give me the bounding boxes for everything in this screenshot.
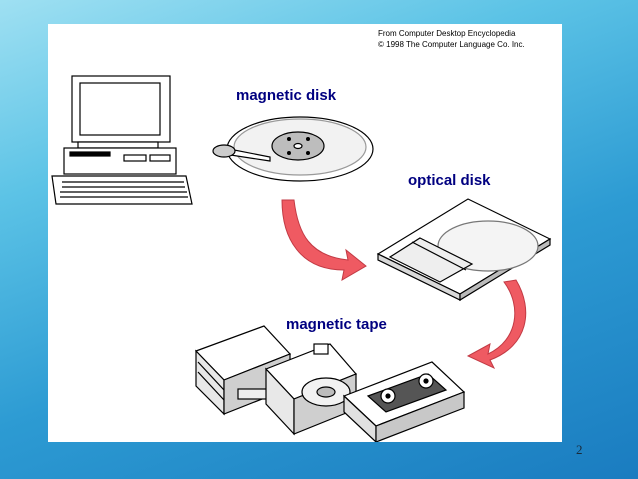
computer-icon bbox=[51, 75, 193, 205]
page-number: 2 bbox=[576, 442, 583, 457]
magnetic-disk-icon bbox=[212, 116, 374, 182]
curved-arrow-icon bbox=[466, 279, 527, 370]
curved-arrow-icon bbox=[281, 199, 367, 281]
optical-disk-label: optical disk bbox=[408, 172, 491, 189]
credit-line-1: From Computer Desktop Encyclopedia bbox=[378, 29, 516, 38]
magnetic-disk-label: magnetic disk bbox=[236, 87, 337, 104]
magnetic-tape-label: magnetic tape bbox=[286, 316, 387, 333]
credit-line-2: © 1998 The Computer Language Co. Inc. bbox=[378, 40, 525, 49]
magnetic-tape-icon bbox=[194, 325, 466, 442]
diagram-panel: From Computer Desktop Encyclopedia © 199… bbox=[48, 24, 562, 442]
source-credit: From Computer Desktop Encyclopedia © 199… bbox=[378, 28, 525, 50]
storage-illustration bbox=[51, 75, 552, 442]
optical-disk-icon bbox=[376, 198, 552, 302]
